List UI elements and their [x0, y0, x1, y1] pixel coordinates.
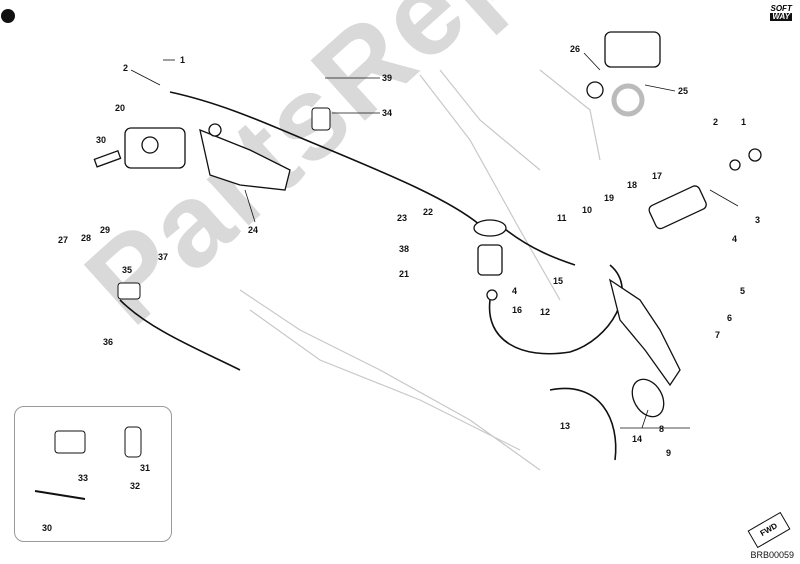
speed-sensor — [117, 282, 141, 300]
brand-line1: SOFT — [770, 4, 792, 13]
callout-30: 30 — [96, 135, 107, 145]
switch-wire — [549, 387, 617, 461]
master-cylinder — [648, 148, 762, 230]
callout-1: 1 — [180, 55, 186, 65]
diagram-code: BRB00059 — [750, 550, 794, 560]
callout-17: 17 — [652, 171, 663, 181]
inset-art — [34, 426, 142, 500]
callout-33: 33 — [78, 473, 89, 483]
callout-6: 6 — [727, 313, 733, 323]
sensor-wire — [119, 299, 241, 371]
gear-icon — [611, 83, 645, 117]
caliper-bracket — [199, 123, 291, 191]
hose-clamp — [311, 107, 331, 131]
callout-16: 16 — [512, 305, 523, 315]
callout-3: 3 — [755, 215, 761, 225]
brake-caliper — [93, 127, 186, 169]
rear-master-cylinder — [586, 31, 661, 99]
callout-39: 39 — [382, 73, 393, 83]
callout-34: 34 — [382, 108, 393, 118]
callout-8: 8 — [659, 424, 665, 434]
callout-19: 19 — [604, 193, 615, 203]
callout-35: 35 — [122, 265, 133, 275]
callout-37: 37 — [158, 252, 169, 262]
callout-26: 26 — [570, 44, 581, 54]
frame-outline — [239, 69, 601, 471]
callout-32: 32 — [130, 481, 141, 491]
callout-12: 12 — [540, 307, 551, 317]
callout-13: 13 — [560, 421, 571, 431]
callout-25: 25 — [678, 86, 689, 96]
callout-23: 23 — [397, 213, 408, 223]
callout-10: 10 — [582, 205, 593, 215]
callout-30b: 30 — [42, 523, 53, 533]
brand-line2: WAY — [770, 12, 792, 21]
callout-4b: 4 — [732, 234, 738, 244]
softway-logo: SOFT WAY — [770, 5, 792, 21]
corner-badge-icon — [1, 9, 15, 23]
callout-28: 28 — [81, 233, 92, 243]
callout-27: 27 — [58, 235, 69, 245]
callout-31: 31 — [140, 463, 151, 473]
callout-18: 18 — [627, 180, 638, 190]
callout-20: 20 — [115, 103, 126, 113]
callout-4: 4 — [512, 286, 518, 296]
callout-5: 5 — [740, 286, 746, 296]
inset-detail-box — [14, 406, 172, 542]
callout-14: 14 — [632, 434, 643, 444]
callout-7: 7 — [715, 330, 721, 340]
callout-29: 29 — [100, 225, 111, 235]
callout-9: 9 — [666, 448, 672, 458]
master-cylinder-hose — [499, 224, 576, 266]
callout-38: 38 — [399, 244, 410, 254]
callout-21: 21 — [399, 269, 410, 279]
rear-brake-hose — [169, 91, 481, 226]
brake-pedal — [608, 278, 681, 418]
brake-fluid-reservoir — [473, 219, 507, 301]
callout-15: 15 — [553, 276, 564, 286]
callout-22: 22 — [423, 207, 434, 217]
callout-1b: 1 — [741, 117, 747, 127]
callout-11: 11 — [557, 213, 567, 223]
callout-24: 24 — [248, 225, 259, 235]
callout-36: 36 — [103, 337, 114, 347]
callout-2b: 2 — [713, 117, 719, 127]
callout-2: 2 — [123, 63, 129, 73]
